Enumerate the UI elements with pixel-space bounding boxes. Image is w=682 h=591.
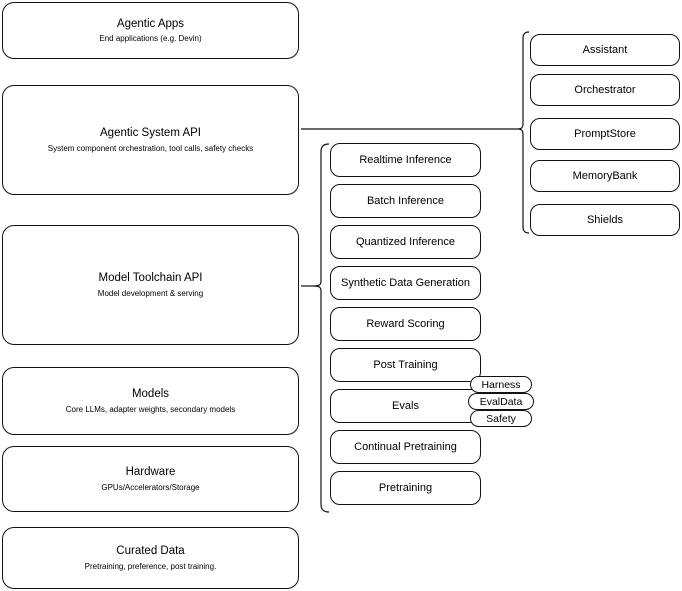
eval-badge-evaldata[interactable]: EvalData <box>468 393 534 410</box>
toolchain-item-pretraining[interactable]: Pretraining <box>330 471 481 505</box>
eval-badge-label: Safety <box>486 412 516 425</box>
eval-badge-label: Harness <box>481 378 521 391</box>
layer-subtitle: End applications (e.g. Devin) <box>99 34 202 44</box>
system-item-label: Shields <box>586 214 624 226</box>
eval-badge-label: EvalData <box>479 395 523 408</box>
system-item-orchestrator[interactable]: Orchestrator <box>530 74 680 106</box>
toolchain-item-batch-inference[interactable]: Batch Inference <box>330 184 481 218</box>
layer-title: Agentic System API <box>100 127 201 140</box>
layer-title: Curated Data <box>116 545 185 558</box>
toolchain-item-label: Reward Scoring <box>366 318 445 330</box>
toolchain-item-label: Evals <box>392 400 419 412</box>
system-item-assistant[interactable]: Assistant <box>530 34 680 66</box>
layer-subtitle: GPUs/Accelerators/Storage <box>101 482 200 492</box>
toolchain-item-label: Pretraining <box>378 482 433 494</box>
toolchain-item-label: Batch Inference <box>366 195 445 207</box>
system-item-promptstore[interactable]: PromptStore <box>530 118 680 150</box>
system-item-label: Assistant <box>582 44 628 56</box>
layer-agentic-system-api[interactable]: Agentic System API System component orch… <box>2 85 299 195</box>
toolchain-item-label: Realtime Inference <box>359 154 452 166</box>
toolchain-item-continual-pretraining[interactable]: Continual Pretraining <box>330 430 481 464</box>
toolchain-item-reward-scoring[interactable]: Reward Scoring <box>330 307 481 341</box>
layer-subtitle: System component orchestration, tool cal… <box>47 143 254 153</box>
toolchain-item-label: Continual Pretraining <box>354 441 457 453</box>
layer-curated-data[interactable]: Curated Data Pretraining, preference, po… <box>2 527 299 589</box>
brace-system-components <box>517 31 530 234</box>
layer-subtitle: Pretraining, preference, post training. <box>84 561 217 571</box>
toolchain-item-synthetic-data-generation[interactable]: Synthetic Data Generation <box>330 266 481 300</box>
layer-title: Models <box>131 388 170 401</box>
toolchain-item-label: Synthetic Data Generation <box>340 277 471 289</box>
toolchain-item-post-training[interactable]: Post Training <box>330 348 481 382</box>
system-item-shields[interactable]: Shields <box>530 204 680 236</box>
brace-toolchain-components <box>312 143 330 513</box>
system-item-label: Orchestrator <box>574 84 636 96</box>
eval-badge-safety[interactable]: Safety <box>470 410 532 427</box>
system-item-memorybank[interactable]: MemoryBank <box>530 160 680 192</box>
layer-title: Hardware <box>125 466 176 479</box>
toolchain-item-realtime-inference[interactable]: Realtime Inference <box>330 143 481 177</box>
layer-title: Agentic Apps <box>116 17 185 30</box>
layer-models[interactable]: Models Core LLMs, adapter weights, secon… <box>2 367 299 435</box>
layer-agentic-apps[interactable]: Agentic Apps End applications (e.g. Devi… <box>2 2 299 59</box>
toolchain-item-evals[interactable]: Evals <box>330 389 481 423</box>
toolchain-item-label: Quantized Inference <box>355 236 456 248</box>
toolchain-item-quantized-inference[interactable]: Quantized Inference <box>330 225 481 259</box>
toolchain-item-label: Post Training <box>373 359 438 371</box>
layer-model-toolchain-api[interactable]: Model Toolchain API Model development & … <box>2 225 299 345</box>
layer-title: Model Toolchain API <box>98 272 203 285</box>
system-item-label: MemoryBank <box>572 170 638 182</box>
layer-hardware[interactable]: Hardware GPUs/Accelerators/Storage <box>2 446 299 512</box>
layer-subtitle: Model development & serving <box>97 288 204 298</box>
eval-badge-harness[interactable]: Harness <box>470 376 532 393</box>
system-item-label: PromptStore <box>574 128 636 140</box>
layer-subtitle: Core LLMs, adapter weights, secondary mo… <box>65 404 236 414</box>
